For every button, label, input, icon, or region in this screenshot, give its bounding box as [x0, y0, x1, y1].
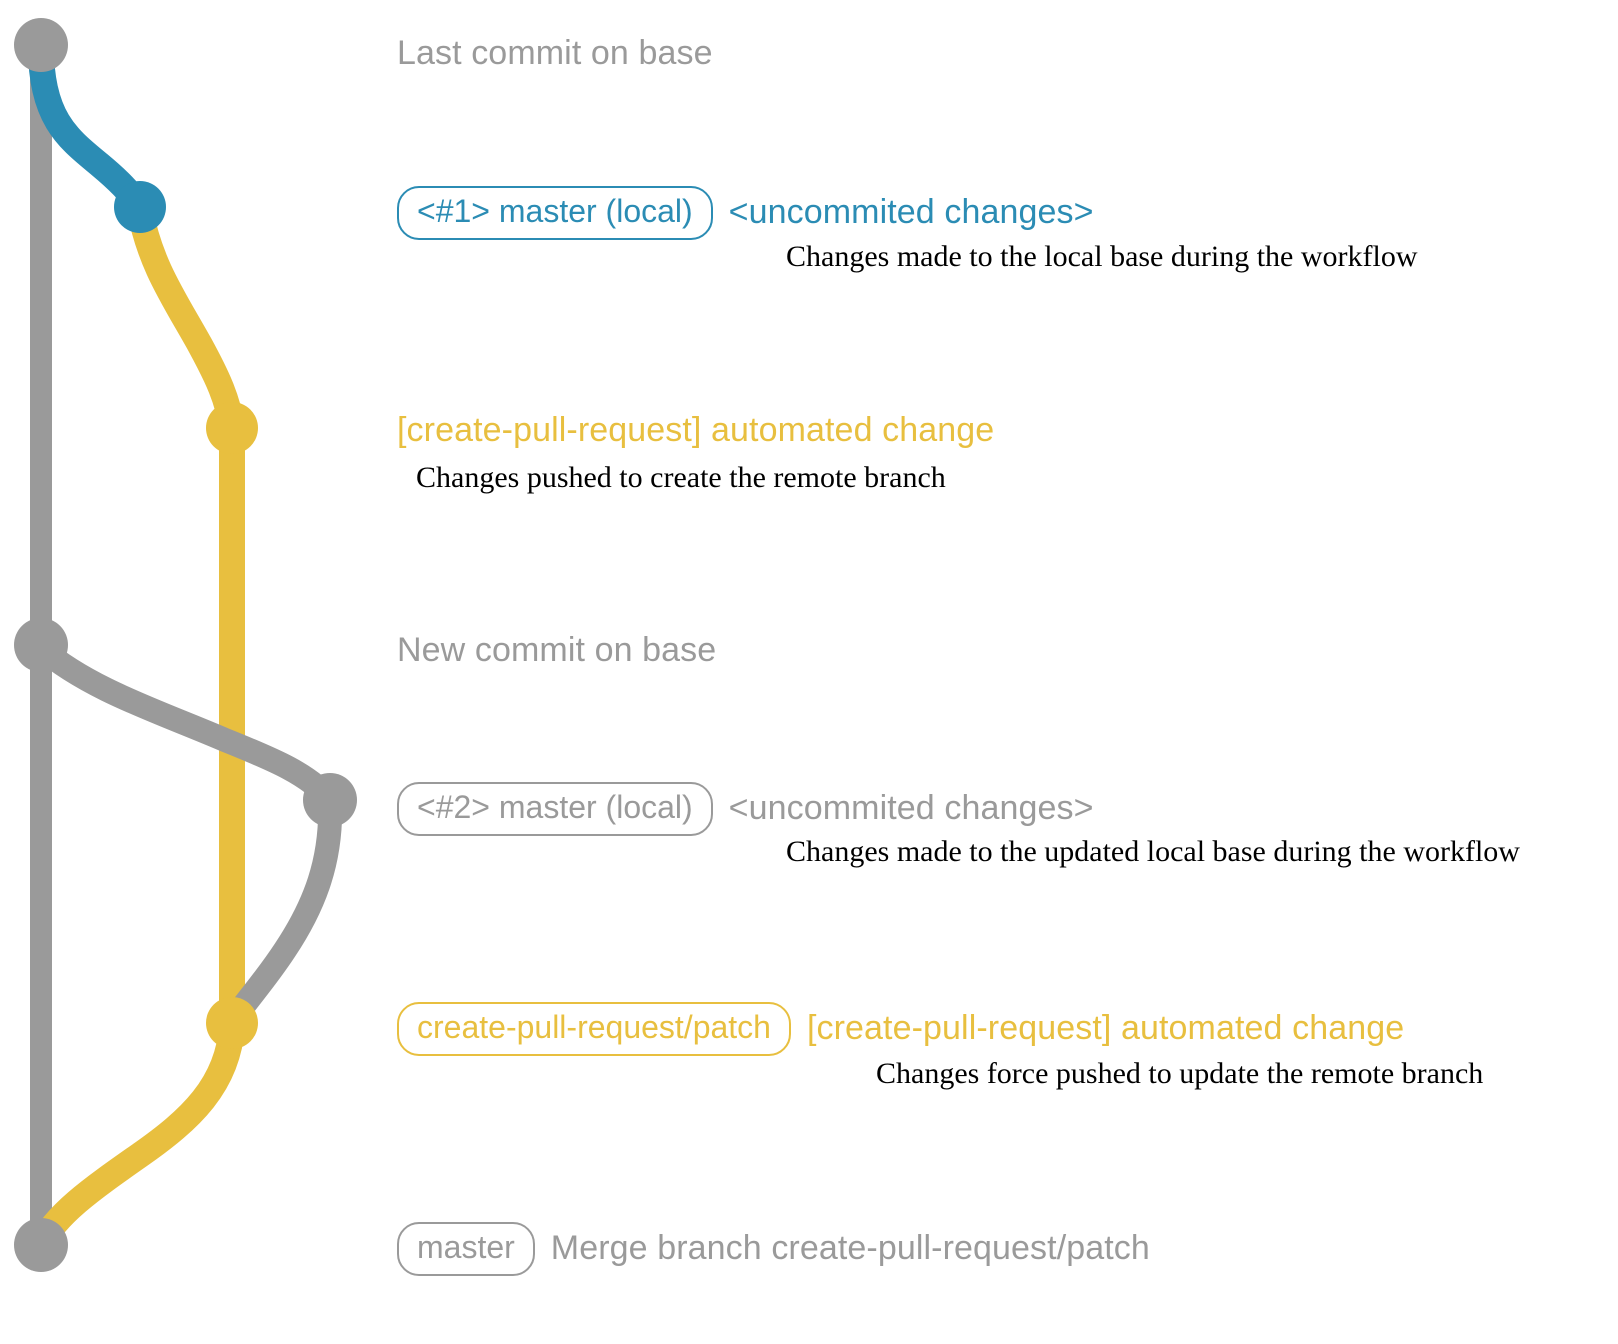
- commit-description-automated-change-2: Changes force pushed to update the remot…: [876, 1057, 1484, 1090]
- commit-row-last-commit-on-base: Last commit on base: [397, 34, 713, 73]
- commit-node-patch-1: [206, 402, 258, 454]
- commit-row-automated-change-1: [create-pull-request] automated change: [397, 411, 994, 450]
- commit-row-merge-commit: master Merge branch create-pull-request/…: [397, 1222, 1150, 1276]
- local2-to-patch2-line-gray: [220, 790, 343, 1035]
- commit-row-master-local-1: <#1> master (local) <uncommited changes>: [397, 186, 1094, 240]
- updated-local-branch-line-gray: [29, 636, 342, 812]
- commit-node-local-1: [114, 181, 166, 233]
- commit-row-automated-change-2: create-pull-request/patch [create-pull-r…: [397, 1002, 1404, 1056]
- commit-description-automated-change-1: Changes pushed to create the remote bran…: [416, 461, 946, 494]
- commit-description-master-local-2: Changes made to the updated local base d…: [786, 835, 1520, 868]
- commit-message-master-local-1: <uncommited changes>: [728, 193, 1094, 232]
- commit-node-base-new: [14, 618, 68, 672]
- commit-message-merge-commit: Merge branch create-pull-request/patch: [550, 1229, 1150, 1268]
- commit-node-base-last: [14, 18, 68, 72]
- commit-message-automated-change-2: [create-pull-request] automated change: [806, 1009, 1405, 1048]
- commit-message-automated-change-1: [create-pull-request] automated change: [397, 411, 995, 449]
- branch-badge-create-pull-request-patch[interactable]: create-pull-request/patch: [397, 1002, 791, 1056]
- local-branch-line-blue: [28, 35, 153, 220]
- commit-description-master-local-1: Changes made to the local base during th…: [786, 240, 1418, 273]
- commit-node-patch-2: [206, 997, 258, 1049]
- commit-message-new-commit-on-base: New commit on base: [397, 631, 717, 669]
- patch-branch-line-gold-upper: [127, 197, 245, 441]
- commit-row-master-local-2: <#2> master (local) <uncommited changes>: [397, 782, 1094, 836]
- branch-badge-master-local-2[interactable]: <#2> master (local): [397, 782, 713, 836]
- branch-badge-master[interactable]: master: [397, 1222, 535, 1276]
- commit-row-new-commit-on-base: New commit on base: [397, 631, 716, 670]
- commit-node-local-2: [303, 773, 357, 827]
- patch-merge-line-gold: [28, 1013, 245, 1258]
- branch-badge-master-local-1[interactable]: <#1> master (local): [397, 186, 713, 240]
- commit-message-master-local-2: <uncommited changes>: [728, 789, 1094, 828]
- commit-message-last-commit-on-base: Last commit on base: [397, 34, 713, 72]
- commit-node-merge: [14, 1218, 68, 1272]
